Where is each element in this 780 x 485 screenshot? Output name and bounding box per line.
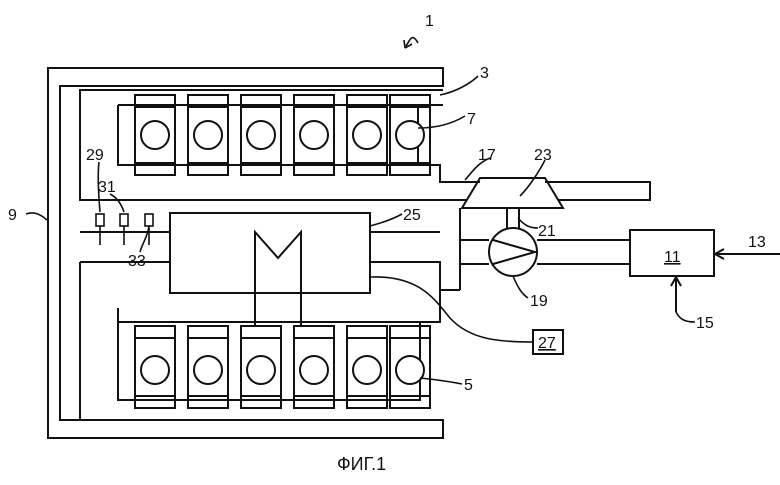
label-15: 15 (696, 315, 714, 332)
label-23: 23 (534, 147, 552, 164)
label-31: 31 (98, 179, 116, 196)
label-33: 33 (128, 253, 146, 270)
upper-cylinder (347, 95, 387, 175)
lower-cylinder (347, 326, 387, 408)
upper-cylinder (135, 95, 175, 175)
sensor-29 (96, 214, 104, 226)
upper-piston (194, 121, 222, 149)
upper-piston (396, 121, 424, 149)
upper-piston (300, 121, 328, 149)
cable-27 (370, 277, 533, 342)
compressor-pipes (460, 208, 630, 290)
heat-exchanger-box (170, 213, 370, 293)
lower-piston (141, 356, 169, 384)
shaft (507, 208, 519, 230)
upper-cylinder (390, 95, 430, 175)
label-25: 25 (403, 207, 421, 224)
label-17: 17 (478, 147, 496, 164)
label-5: 5 (464, 377, 473, 394)
sensor-31 (120, 214, 128, 226)
compressor (489, 228, 537, 276)
label-19: 19 (530, 293, 548, 310)
upper-cylinder (188, 95, 228, 175)
label-11: 11 (664, 249, 681, 266)
upper-cylinder-row (135, 95, 430, 175)
label-29: 29 (86, 147, 104, 164)
lower-cylinder (188, 326, 228, 408)
label-1: 1 (425, 13, 434, 30)
label-21: 21 (538, 223, 556, 240)
lower-piston (353, 356, 381, 384)
lower-piston (194, 356, 222, 384)
label-7: 7 (467, 111, 476, 128)
lower-cylinder (294, 326, 334, 408)
label-3: 3 (480, 65, 489, 82)
lower-piston (247, 356, 275, 384)
housing-outer (48, 68, 443, 438)
lower-cylinder (390, 326, 430, 408)
figure-caption: ФИГ.1 (337, 454, 386, 474)
upper-piston (141, 121, 169, 149)
lower-cylinder (135, 326, 175, 408)
upper-cylinder (294, 95, 334, 175)
sensor-33 (145, 214, 153, 226)
label-13: 13 (748, 234, 766, 251)
lower-cylinder (241, 326, 281, 408)
lower-piston (300, 356, 328, 384)
label-27: 27 (538, 335, 556, 352)
upper-piston (353, 121, 381, 149)
lower-piston (396, 356, 424, 384)
upper-piston (247, 121, 275, 149)
label-9: 9 (8, 207, 17, 224)
heat-exchanger-symbol (255, 232, 301, 325)
lower-cylinder-row (135, 326, 430, 408)
upper-cylinder (241, 95, 281, 175)
